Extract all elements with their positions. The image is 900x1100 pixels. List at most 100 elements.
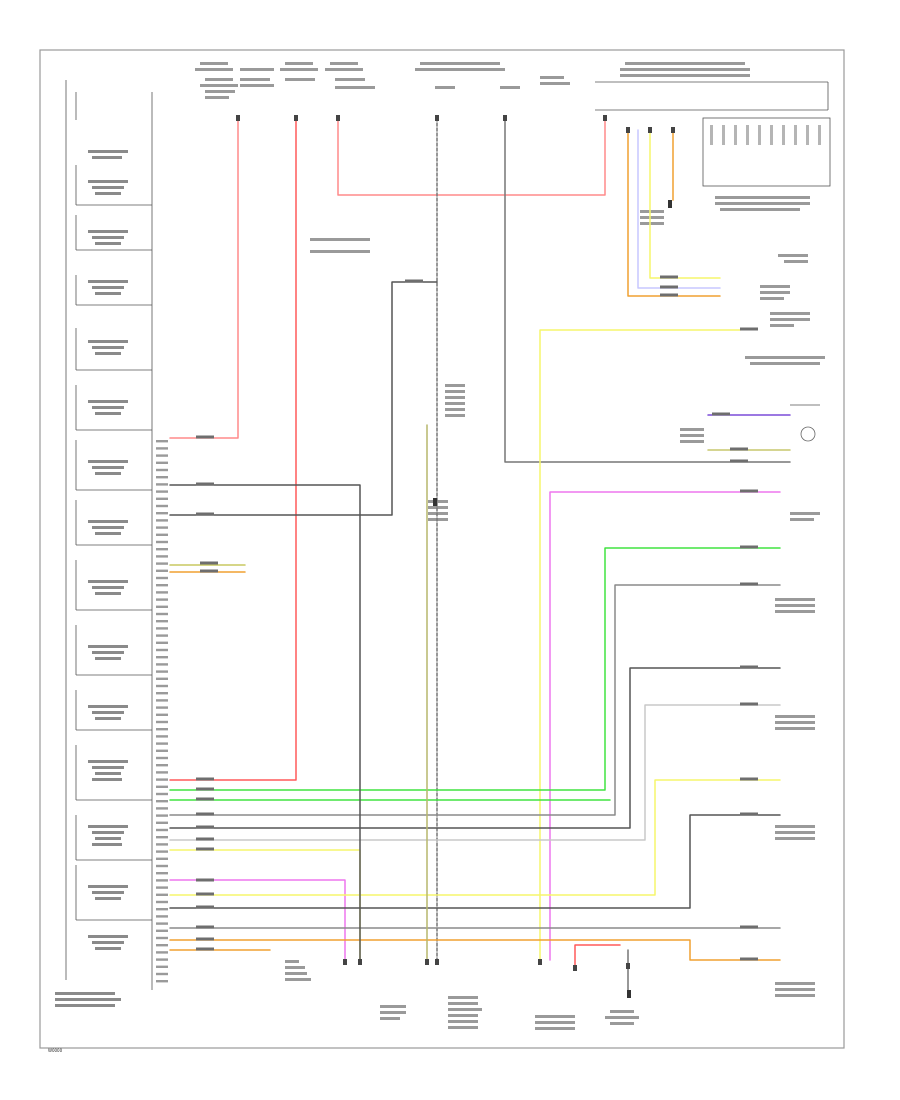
wire-harness [169, 117, 791, 996]
pin-tick [156, 706, 168, 709]
right-component-labels [680, 254, 825, 997]
pin-tick [156, 670, 168, 673]
wire-tag [740, 812, 758, 816]
pin-tick [156, 850, 168, 853]
wire-tag [196, 878, 214, 882]
connector-pin [573, 965, 577, 971]
pin-tick [156, 958, 168, 961]
module-internal-blocks [75, 92, 152, 921]
wire-tag [740, 957, 758, 961]
pin-tick [156, 584, 168, 587]
pin-tick [156, 944, 168, 947]
wire-green-sensor [169, 547, 781, 791]
pin-tick [156, 656, 168, 659]
connector-pin [435, 115, 439, 121]
pin-tick [156, 915, 168, 918]
pin-tick [156, 440, 168, 443]
pin-tick [156, 634, 168, 637]
pin-tick [156, 742, 168, 745]
wire-orange-sensor-4 [169, 939, 781, 961]
pin-tick [156, 476, 168, 479]
pin-tick [156, 965, 168, 968]
connector-pin [294, 115, 298, 121]
wire-tag [740, 489, 758, 493]
pin-tick [156, 886, 168, 889]
pin-tick [156, 684, 168, 688]
wire-tag [196, 435, 214, 439]
module-function-labels [55, 150, 128, 1007]
pin-tick [156, 728, 168, 731]
wire-tag [740, 582, 758, 586]
pin-tick [156, 807, 168, 810]
pin-tick [156, 713, 168, 716]
connector-pin [503, 115, 507, 121]
pin-tick [156, 612, 168, 616]
pin-tick [156, 576, 168, 580]
ground-symbol [433, 200, 672, 998]
pin-tick [156, 792, 168, 796]
pin-tick [156, 756, 168, 760]
wire-light-sensor-2 [169, 704, 781, 841]
pin-tick [156, 972, 168, 976]
wire-gray-sensor-1 [169, 584, 781, 816]
pin-tick [156, 749, 168, 752]
pin-tick [156, 980, 168, 983]
wire-red-fuse-1 [169, 117, 239, 439]
wire-tag [740, 777, 758, 781]
wire-tag [740, 665, 758, 669]
pin-tick [156, 483, 168, 486]
wire-tag [740, 545, 758, 549]
pin-tick [156, 908, 168, 911]
pin-tick [156, 735, 168, 738]
wire-tag [196, 797, 214, 801]
connector-pin [343, 959, 347, 965]
pin-tick [156, 504, 168, 508]
pin-tick [156, 857, 168, 860]
pin-tick [156, 663, 168, 666]
wire-orange-cluster [627, 129, 721, 297]
pin-tick [156, 512, 168, 515]
wire-tag [196, 512, 214, 516]
connector-pin [425, 959, 429, 965]
pin-tick [156, 548, 168, 551]
wire-tag [196, 947, 214, 951]
wire-yellow-3 [169, 849, 361, 961]
pin-tick [156, 468, 168, 472]
pin-tick [156, 879, 168, 882]
fuse-block-labels [195, 62, 750, 99]
wire-yellow-sensor-3 [169, 779, 781, 896]
pin-tick [156, 828, 168, 832]
connector-pin [435, 959, 439, 965]
connector-pin [626, 963, 630, 969]
diagram-border [39, 49, 845, 1049]
wire-yellow-cluster [649, 129, 721, 279]
pin-tick [156, 764, 168, 767]
pin-tick [156, 814, 168, 817]
pin-tick [156, 526, 168, 529]
pin-tick [156, 785, 168, 788]
pin-tick [156, 490, 168, 493]
pin-tick [156, 893, 168, 896]
cluster-outline [595, 81, 829, 111]
wire-dark-sensor-2 [169, 667, 781, 829]
pin-tick [156, 929, 168, 932]
wire-red-cluster [337, 117, 606, 196]
wire-red-fuse-2 [169, 117, 297, 781]
sensor-symbol [790, 404, 820, 442]
cluster-labels [715, 196, 810, 211]
wire-tag [660, 293, 678, 297]
pin-tick [156, 519, 168, 522]
wire-tag [196, 482, 214, 486]
connector-pin [626, 127, 630, 133]
pin-tick [156, 922, 168, 925]
pin-tick [156, 843, 168, 846]
pin-tick [156, 677, 168, 680]
pin-tick [156, 641, 168, 644]
pin-tick [156, 872, 168, 875]
pin-tick [156, 605, 168, 608]
wire-tag [196, 925, 214, 929]
wire-tag [740, 702, 758, 706]
pin-tick [156, 533, 168, 536]
